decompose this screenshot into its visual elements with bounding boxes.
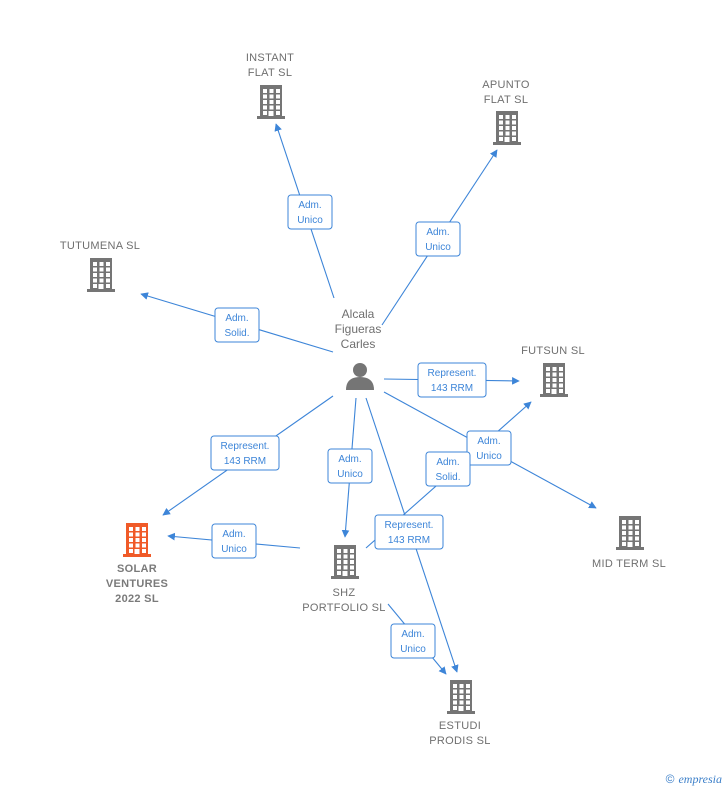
- edge-label-alcala-shz[interactable]: Adm. Unico: [327, 448, 373, 484]
- edge-label-box: [211, 523, 257, 559]
- edge-label-text: Unico: [337, 469, 363, 480]
- copyright-symbol: ©: [665, 772, 675, 786]
- node-label: VENTURES: [106, 578, 168, 590]
- node-midterm[interactable]: MID TERM SL: [592, 516, 666, 570]
- person-icon: [346, 363, 374, 390]
- building-icon: [447, 680, 475, 714]
- node-label: INSTANT: [246, 52, 294, 64]
- edge-label-text: 143 RRM: [431, 383, 473, 394]
- node-label: MID TERM SL: [592, 558, 666, 570]
- edge-label-shz-futsun[interactable]: Adm. Solid.: [425, 451, 471, 487]
- edge-label-text: Adm.: [436, 457, 459, 468]
- edge-label-text: Unico: [476, 451, 502, 462]
- edge-label-box: [210, 435, 280, 471]
- edge-label-text: Represent.: [385, 520, 434, 531]
- person-label: Alcala: [342, 307, 375, 321]
- edge-label-alcala-apunto[interactable]: Adm. Unico: [415, 221, 461, 257]
- edge-labels-layer: Adm.UnicoAdm.UnicoAdm.Solid.Represent.14…: [210, 194, 512, 659]
- edge-label-box: [417, 362, 487, 398]
- node-label: TUTUMENA SL: [60, 240, 140, 252]
- edge-label-alcala-tutumena[interactable]: Adm. Solid.: [214, 307, 260, 343]
- edge-label-text: Solid.: [224, 328, 249, 339]
- edge-label-text: Unico: [400, 644, 426, 655]
- node-label: SHZ: [333, 587, 356, 599]
- edge-label-text: Adm.: [222, 529, 245, 540]
- building-icon: [87, 258, 115, 292]
- edge-label-shz-estudi[interactable]: Adm. Unico: [390, 623, 436, 659]
- edge-label-alcala-futsun[interactable]: Represent. 143 RRM: [417, 362, 487, 398]
- edge-label-text: Unico: [297, 215, 323, 226]
- edges-layer: [140, 123, 597, 675]
- edge-label-text: Adm.: [338, 454, 361, 465]
- node-estudi[interactable]: ESTUDI PRODIS SL: [429, 680, 490, 747]
- edge-label-text: 143 RRM: [224, 456, 266, 467]
- node-solar[interactable]: SOLAR VENTURES 2022 SL: [106, 523, 168, 605]
- node-shz[interactable]: SHZ PORTFOLIO SL: [302, 545, 385, 614]
- brand-watermark: ©empresia: [666, 772, 722, 787]
- edge-label-box: [287, 194, 333, 230]
- building-icon: [493, 111, 521, 145]
- node-label: ESTUDI: [439, 720, 481, 732]
- edge-label-text: Represent.: [221, 441, 270, 452]
- node-label: 2022 SL: [115, 593, 159, 605]
- node-label: FUTSUN SL: [521, 345, 585, 357]
- building-icon: [331, 545, 359, 579]
- building-icon: [616, 516, 644, 550]
- edge-label-text: 143 RRM: [388, 535, 430, 546]
- edge-label-shz-solar[interactable]: Adm. Unico: [211, 523, 257, 559]
- building-icon: [540, 363, 568, 397]
- edge-label-text: Adm.: [401, 629, 424, 640]
- edge-label-alcala-instant[interactable]: Adm. Unico: [287, 194, 333, 230]
- edge-label-text: Unico: [221, 544, 247, 555]
- node-label: APUNTO: [482, 79, 530, 91]
- building-icon: [257, 85, 285, 119]
- edge-label-text: Adm.: [426, 227, 449, 238]
- person-label: Carles: [341, 337, 376, 351]
- node-label: PORTFOLIO SL: [302, 602, 385, 614]
- node-tutumena[interactable]: TUTUMENA SL: [60, 240, 140, 292]
- edge-label-text: Adm.: [298, 200, 321, 211]
- edge-label-alcala-midterm[interactable]: Adm. Unico: [466, 430, 512, 466]
- edge-label-box: [415, 221, 461, 257]
- edge-label-alcala-solar[interactable]: Represent. 143 RRM: [210, 435, 280, 471]
- building-icon: [123, 523, 151, 557]
- node-instant[interactable]: INSTANT FLAT SL: [246, 52, 294, 119]
- nodes-layer: INSTANT FLAT SL APUNTO FLAT SL TUTUMENA SL FU…: [60, 52, 666, 747]
- edge-label-text: Represent.: [428, 368, 477, 379]
- node-futsun[interactable]: FUTSUN SL: [521, 345, 585, 397]
- node-label: FLAT SL: [248, 67, 293, 79]
- edge-label-box: [390, 623, 436, 659]
- node-label: PRODIS SL: [429, 735, 490, 747]
- edge-label-text: Unico: [425, 242, 451, 253]
- edge-label-box: [466, 430, 512, 466]
- edge-label-box: [214, 307, 260, 343]
- edge-label-text: Solid.: [435, 472, 460, 483]
- edge-label-box: [425, 451, 471, 487]
- edge-label-text: Adm.: [477, 436, 500, 447]
- node-apunto[interactable]: APUNTO FLAT SL: [482, 79, 530, 145]
- person-label: Figueras: [335, 322, 382, 336]
- node-label: SOLAR: [117, 563, 157, 575]
- edge-label-box: [327, 448, 373, 484]
- node-label: FLAT SL: [484, 94, 529, 106]
- brand-name: empresia: [678, 772, 722, 786]
- edge-label-box: [374, 514, 444, 550]
- edge-label-text: Adm.: [225, 313, 248, 324]
- edge-label-alcala-estudi[interactable]: Represent. 143 RRM: [374, 514, 444, 550]
